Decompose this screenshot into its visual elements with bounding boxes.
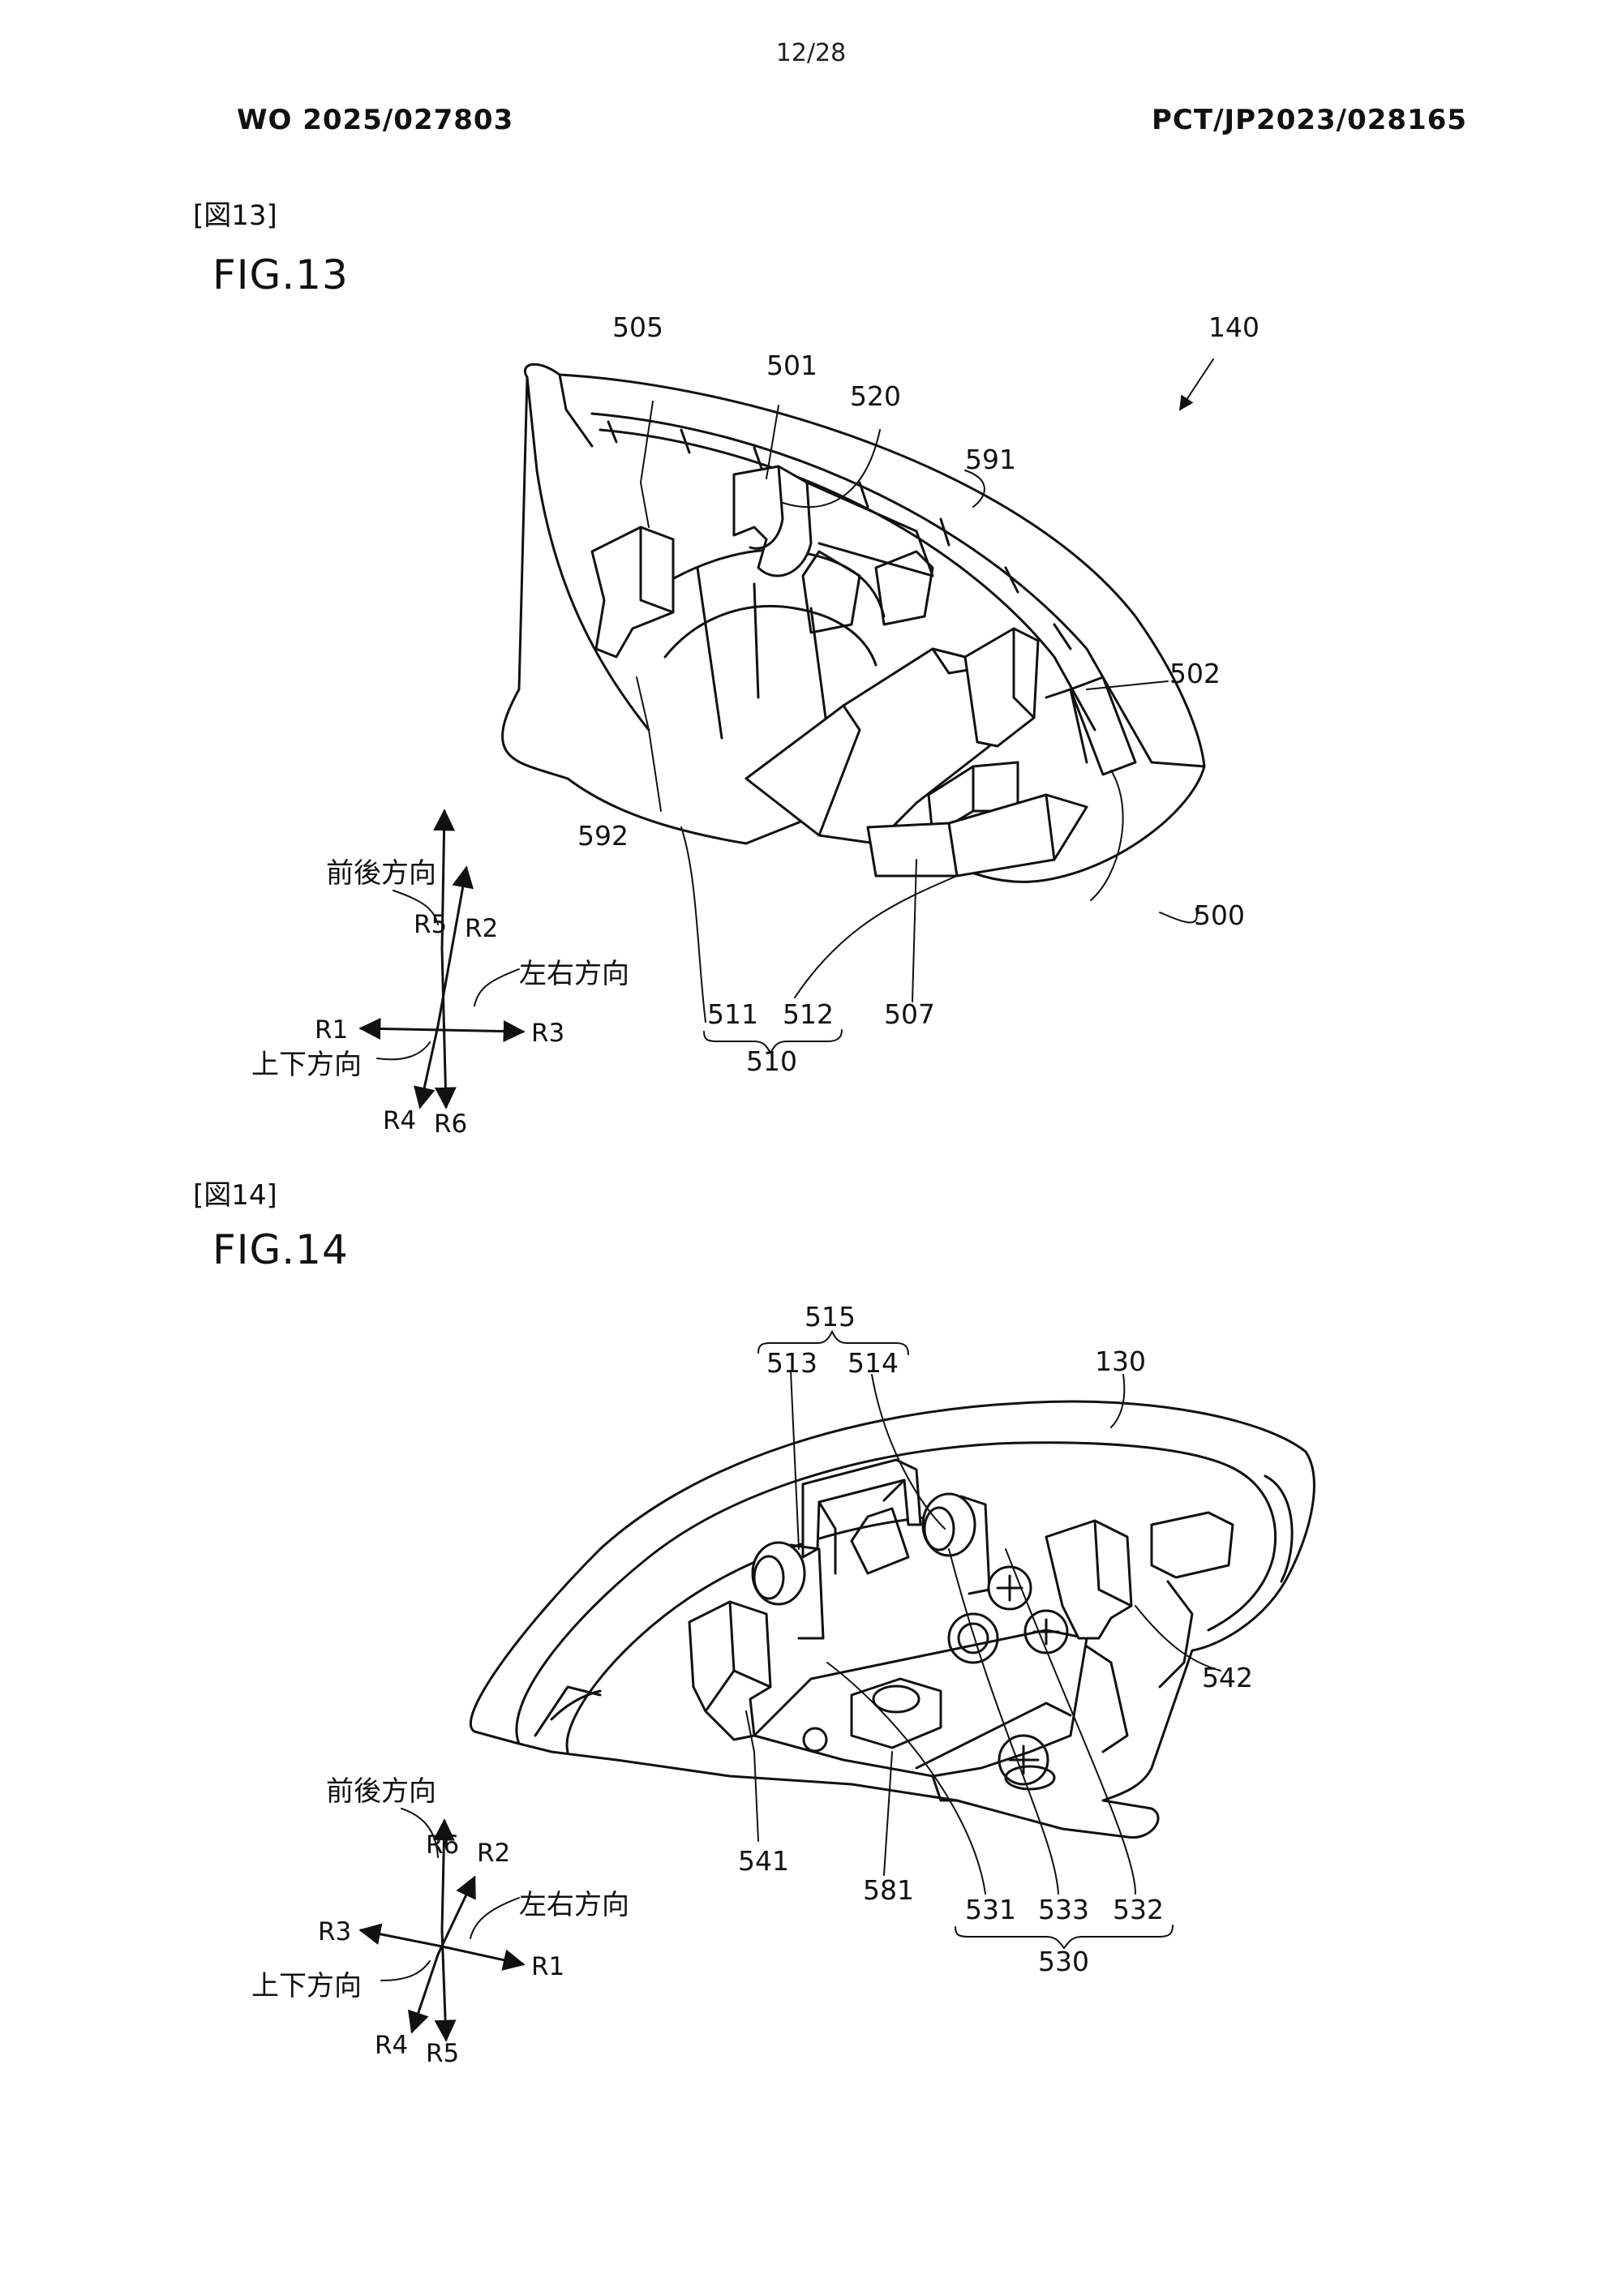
axis-left-right: 左右方向 — [519, 958, 629, 990]
axis-up-down: 上下方向 — [251, 1970, 362, 2002]
figure-13-tag: [図13] — [193, 200, 277, 232]
label-533: 533 — [1038, 1894, 1089, 1925]
brace-515 — [757, 1329, 909, 1355]
label-514: 514 — [847, 1347, 899, 1379]
label-507: 507 — [884, 998, 935, 1030]
axis-up-slant: R2 — [477, 1839, 510, 1868]
hook-501 — [732, 465, 813, 577]
label-510: 510 — [746, 1045, 797, 1077]
figure-14-drawing: 515 513 514 130 542 541 581 531 533 532 … — [251, 1301, 1315, 2068]
label-505: 505 — [612, 311, 663, 343]
label-512: 512 — [783, 998, 834, 1030]
axis-right: R1 — [531, 1952, 564, 1981]
publication-number: WO 2025/027803 — [237, 104, 514, 136]
axis-down-slant: R4 — [383, 1106, 416, 1135]
screw-right — [1023, 1609, 1069, 1654]
direction-axes-fig13: 前後方向 R5 R2 左右方向 R1 R3 上下方向 R4 R6 — [251, 809, 629, 1139]
label-542: 542 — [1202, 1662, 1253, 1693]
label-515: 515 — [805, 1301, 856, 1333]
label-140: 140 — [1208, 311, 1259, 343]
brace-530 — [955, 1925, 1174, 1950]
screw-upper — [987, 1565, 1032, 1611]
axis-up: R6 — [426, 1830, 459, 1860]
boss-round — [947, 1612, 999, 1664]
central-block — [744, 647, 999, 845]
axis-down: R6 — [434, 1109, 467, 1139]
figure-14-tag: [図14] — [193, 1179, 277, 1212]
label-501: 501 — [766, 350, 817, 381]
label-592: 592 — [577, 820, 629, 852]
label-591: 591 — [965, 444, 1016, 475]
axis-front-back: 前後方向 — [326, 857, 436, 890]
axis-up-slant: R2 — [465, 914, 498, 943]
screw-533 — [998, 1734, 1056, 1791]
step-507 — [866, 793, 1088, 878]
housing-500-outline — [501, 363, 1206, 883]
axis-up-down: 上下方向 — [251, 1049, 362, 1081]
figure-13-drawing: 140 505 501 520 591 502 592 500 511 512 … — [251, 311, 1259, 1139]
claw-505 — [590, 526, 675, 659]
label-541: 541 — [738, 1845, 789, 1877]
axis-front-back: 前後方向 — [326, 1775, 436, 1808]
latch-frame-515 — [801, 1458, 922, 1559]
figure-13-title: FIG.13 — [212, 251, 349, 298]
cover-130-outline — [469, 1400, 1315, 1839]
page-number: 12/28 — [775, 39, 847, 67]
label-530: 530 — [1038, 1946, 1089, 1977]
figure-14-title: FIG.14 — [212, 1226, 349, 1273]
axis-down-slant: R4 — [375, 2031, 408, 2060]
label-520: 520 — [850, 380, 901, 412]
label-500: 500 — [1194, 899, 1245, 931]
axis-up: R5 — [414, 910, 447, 939]
direction-axes-fig14: 前後方向 R6 R2 左右方向 R3 R1 上下方向 R4 R5 — [251, 1775, 629, 2068]
label-130: 130 — [1095, 1345, 1146, 1377]
brace-510 — [703, 1029, 843, 1054]
axis-left: R3 — [318, 1917, 351, 1946]
label-513: 513 — [766, 1347, 817, 1379]
axis-down: R5 — [426, 2039, 459, 2068]
application-number: PCT/JP2023/028165 — [1152, 104, 1468, 136]
label-502: 502 — [1169, 658, 1221, 689]
claw-542 — [1045, 1519, 1133, 1640]
tab-502 — [963, 627, 1040, 748]
label-531: 531 — [965, 1894, 1016, 1925]
axis-left: R1 — [315, 1015, 348, 1045]
axis-left-right: 左右方向 — [519, 1889, 629, 1921]
label-581: 581 — [863, 1874, 914, 1906]
label-511: 511 — [707, 998, 758, 1030]
label-532: 532 — [1113, 1894, 1164, 1925]
axis-right: R3 — [531, 1019, 564, 1048]
